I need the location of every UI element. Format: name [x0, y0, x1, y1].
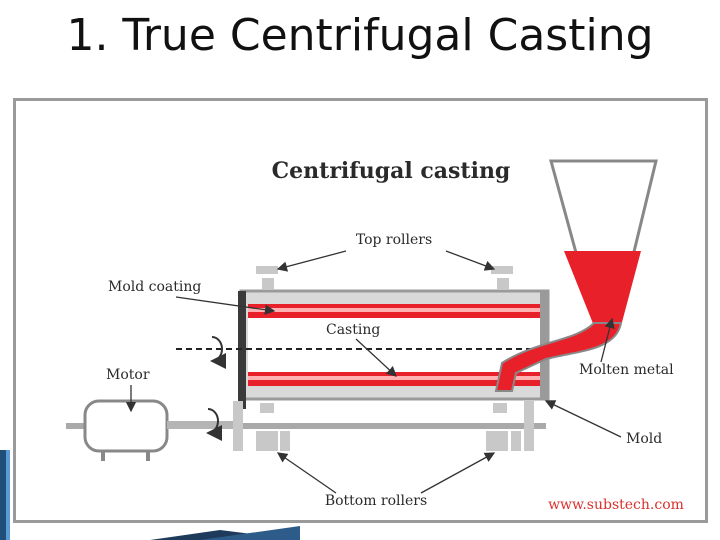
mold-leg-right: [524, 401, 534, 451]
figure-frame: Centrifugal casting: [13, 98, 708, 523]
pointer-mold: [544, 400, 622, 438]
casting-layer: [248, 304, 540, 386]
label-mold-coating: Mold coating: [108, 279, 201, 295]
rotation-arrow-mold: [210, 336, 227, 369]
mold-leg-left: [233, 401, 243, 451]
bottom-roller-right: [486, 403, 521, 451]
left-accent-bar: [0, 450, 10, 540]
bottom-roller-left: [256, 403, 290, 451]
pouring-ladle: [494, 159, 658, 392]
centrifugal-casting-diagram: Centrifugal casting: [66, 158, 684, 513]
top-roller-left: [256, 266, 278, 290]
pointer-bottom-rollers-right: [420, 452, 496, 494]
label-casting: Casting: [326, 322, 380, 338]
ground-rail: [66, 423, 546, 429]
footer-accent-bar: [0, 526, 720, 540]
label-mold: Mold: [626, 431, 662, 447]
slide-title: 1. True Centrifugal Casting: [66, 10, 654, 61]
motor: [83, 399, 237, 461]
pointer-top-rollers-right: [445, 250, 496, 271]
label-top-rollers: Top rollers: [356, 232, 432, 248]
watermark-text: www.substech.com: [548, 497, 684, 513]
top-roller-right: [491, 266, 513, 290]
label-molten-metal: Molten metal: [579, 362, 674, 378]
pointer-mold-coating: [175, 296, 276, 315]
diagram-heading: Centrifugal casting: [272, 158, 511, 184]
pointer-molten-metal: [600, 317, 615, 363]
label-motor: Motor: [106, 367, 150, 383]
pointer-casting: [355, 338, 397, 377]
pointer-top-rollers-left: [276, 250, 347, 272]
rotation-arrow-motor: [206, 408, 223, 441]
pointer-bottom-rollers-left: [276, 452, 337, 494]
label-bottom-rollers: Bottom rollers: [325, 493, 427, 509]
